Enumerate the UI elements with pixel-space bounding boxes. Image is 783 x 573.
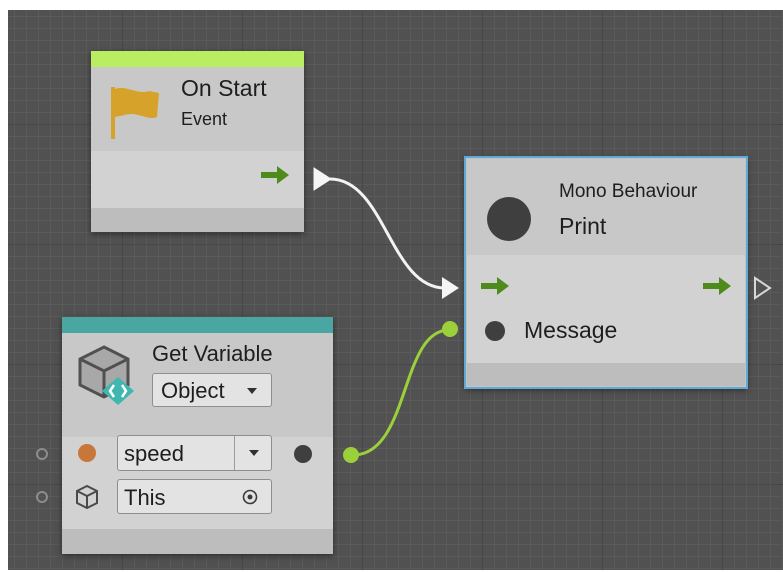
field-divider bbox=[234, 436, 235, 470]
message-label: Message bbox=[524, 317, 618, 343]
object-picker-icon[interactable] bbox=[242, 489, 258, 505]
name-input-port[interactable] bbox=[36, 448, 48, 460]
target-value: This bbox=[124, 485, 166, 510]
get-variable-node[interactable]: Get Variable Object speed This bbox=[62, 317, 333, 554]
control-input-arrow-icon bbox=[481, 277, 509, 295]
variable-kind-value: Object bbox=[161, 378, 225, 403]
print-header[interactable]: Mono Behaviour Print bbox=[467, 159, 745, 255]
value-output-port-icon[interactable] bbox=[294, 445, 312, 463]
control-output-arrow-icon bbox=[703, 277, 731, 295]
on-start-node[interactable]: On Start Event bbox=[91, 51, 304, 232]
cube-icon bbox=[76, 484, 98, 510]
print-footer bbox=[467, 363, 745, 386]
message-port-icon[interactable] bbox=[485, 321, 505, 341]
variable-kind-dropdown[interactable]: Object bbox=[152, 373, 272, 407]
flag-icon bbox=[111, 87, 159, 139]
get-variable-header[interactable]: Get Variable Object bbox=[62, 333, 333, 437]
cube-variable-icon bbox=[78, 345, 134, 405]
print-body: Message bbox=[467, 255, 745, 363]
get-variable-body: speed This bbox=[62, 435, 333, 529]
on-start-header[interactable]: On Start Event bbox=[91, 67, 304, 151]
print-node[interactable]: Mono Behaviour Print Message bbox=[464, 156, 748, 389]
print-category: Mono Behaviour bbox=[559, 181, 698, 202]
get-variable-output-connector[interactable] bbox=[343, 447, 359, 463]
circle-icon bbox=[487, 197, 531, 241]
control-connection[interactable] bbox=[329, 177, 446, 290]
chevron-down-icon[interactable] bbox=[249, 450, 259, 456]
target-field[interactable]: This bbox=[117, 479, 272, 514]
on-start-accent-bar bbox=[91, 51, 304, 67]
on-start-control-output-port[interactable] bbox=[313, 167, 332, 191]
print-control-output-port[interactable] bbox=[754, 276, 772, 300]
target-input-port[interactable] bbox=[36, 491, 48, 503]
get-variable-accent-bar bbox=[62, 317, 333, 333]
on-start-footer bbox=[91, 208, 304, 232]
on-start-body bbox=[91, 151, 304, 208]
value-connection[interactable] bbox=[352, 328, 450, 457]
print-title: Print bbox=[559, 213, 607, 239]
print-message-input-port[interactable] bbox=[442, 321, 458, 337]
on-start-title: On Start bbox=[181, 75, 267, 101]
get-variable-title: Get Variable bbox=[152, 341, 273, 366]
variable-name-field[interactable]: speed bbox=[117, 435, 272, 471]
variable-name-value: speed bbox=[124, 441, 184, 466]
print-control-input-port[interactable] bbox=[442, 277, 459, 299]
chevron-down-icon bbox=[247, 388, 257, 394]
get-variable-footer bbox=[62, 529, 333, 554]
control-output-arrow-icon bbox=[261, 166, 289, 184]
name-port-icon[interactable] bbox=[78, 444, 96, 462]
on-start-subtitle: Event bbox=[181, 109, 228, 129]
